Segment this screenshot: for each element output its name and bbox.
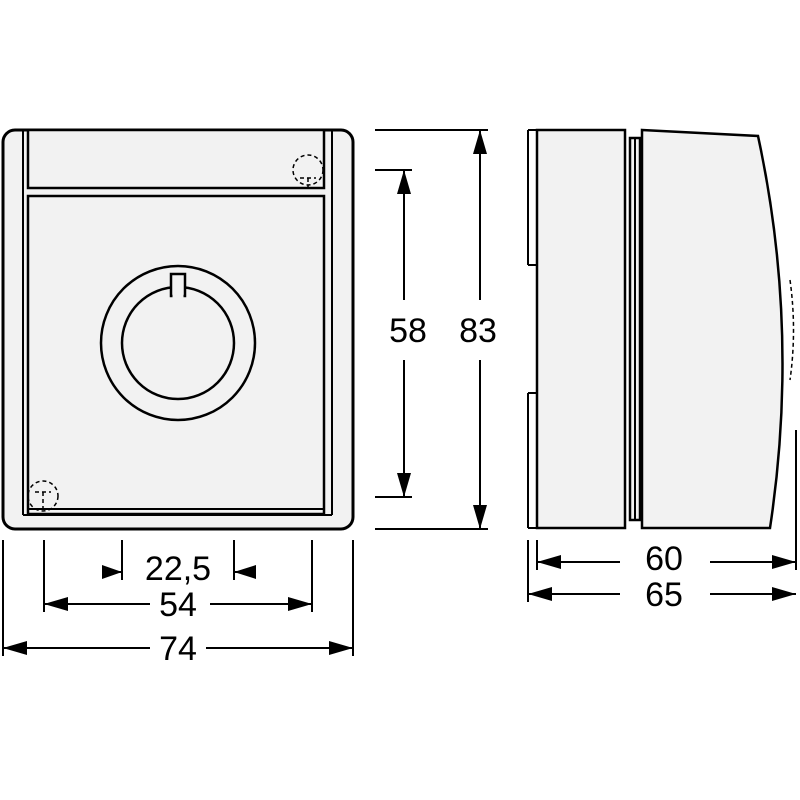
side-view (527, 128, 795, 530)
dimension-inner-width: 54 (43, 540, 313, 624)
dimension-total-height-label: 83 (459, 312, 497, 350)
key-switch-inner-opening (120, 285, 236, 401)
key-switch (99, 264, 257, 422)
dimension-keyhole-label: 22,5 (145, 550, 211, 588)
dimension-inner-width-label: 54 (159, 586, 197, 624)
cover-plate (26, 194, 326, 516)
front-view (1, 128, 355, 531)
screw-bottom-left (27, 480, 59, 512)
side-cover (640, 128, 784, 530)
dimension-depth-body: 60 (536, 430, 797, 578)
dimension-depth-total-label: 65 (645, 576, 683, 614)
side-base (535, 128, 627, 530)
label-strip (26, 128, 326, 190)
dimension-total-width: 74 (2, 540, 354, 668)
dimension-depth-total: 65 (527, 540, 796, 614)
side-cover-hidden-edge (789, 279, 795, 381)
dimension-keyhole: 22,5 (102, 540, 256, 588)
dimension-depth-body-label: 60 (645, 540, 683, 578)
dimension-plate-height: 58 (375, 169, 427, 498)
screw-top-right (292, 154, 324, 190)
dimension-total-width-label: 74 (159, 630, 197, 668)
dimension-total-height: 83 (375, 129, 497, 530)
dimension-plate-height-label: 58 (389, 312, 427, 350)
